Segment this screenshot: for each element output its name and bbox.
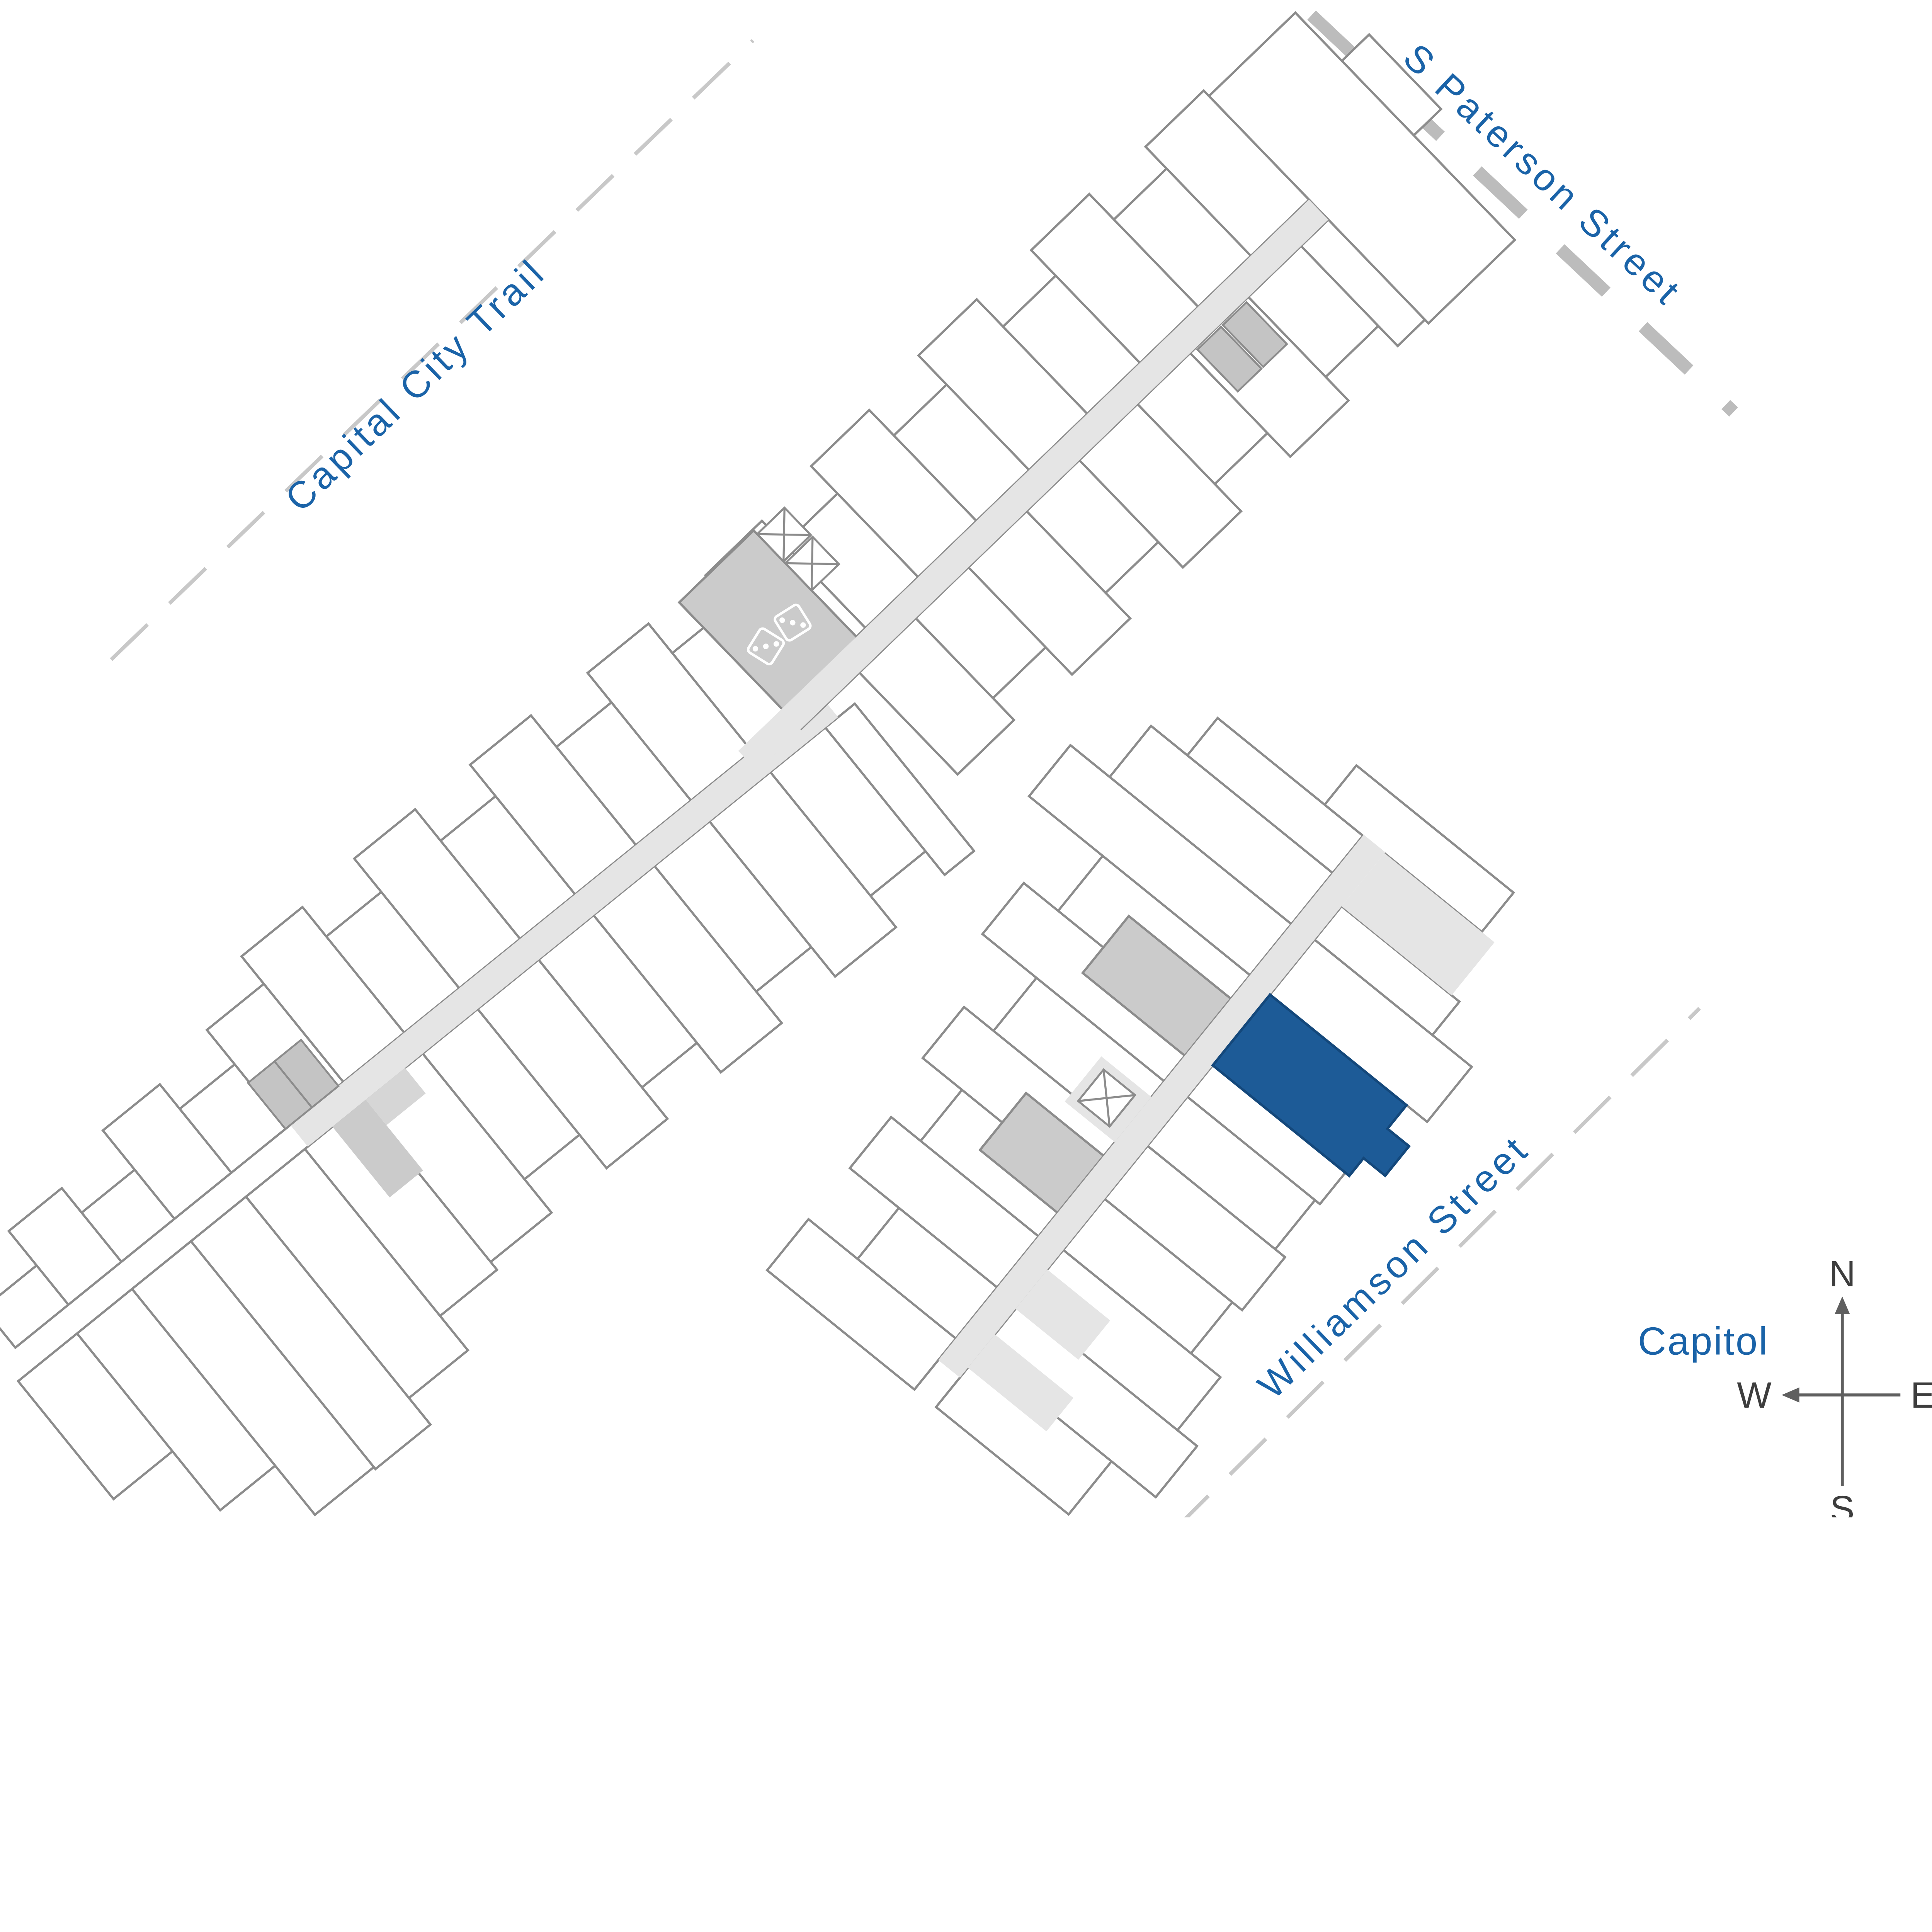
compass-north-arrow [1835, 1296, 1850, 1314]
corridor [938, 835, 1386, 1378]
street-label-capital-city-trail: Capital City Trail [277, 250, 554, 520]
street-line-s-paterson [1307, 10, 1738, 417]
compass-south-label: S [1830, 1488, 1854, 1517]
highlighted-unit[interactable] [1211, 993, 1428, 1193]
compass-west-arrow [1781, 1387, 1799, 1403]
elevator-icon [247, 1038, 340, 1131]
compass-west-label: W [1737, 1375, 1772, 1416]
corridor-elbow [1342, 853, 1495, 995]
elevator-icon [1196, 301, 1288, 393]
north-building [677, 11, 1517, 776]
corridor-stub [1015, 1269, 1111, 1360]
dice-icon [747, 604, 812, 665]
corridor-stub [968, 1334, 1074, 1432]
unit-row [16, 702, 976, 1517]
corridor-stub [366, 1068, 426, 1126]
south-building [765, 716, 1515, 1516]
street-line-williamson [1184, 1007, 1701, 1518]
stairs-icon [1065, 1056, 1151, 1142]
compass-north-label: N [1829, 1253, 1855, 1294]
corridor [290, 696, 838, 1147]
site-plan-svg: Capital City Trail S Paterson Street Wil… [0, 10, 1932, 1518]
compass-east-label: E [1910, 1375, 1932, 1416]
compass-rose: N E S W [1737, 1253, 1932, 1517]
unit-row [857, 190, 1456, 776]
corridor-stub [332, 1099, 423, 1197]
stairs-icon [755, 506, 840, 592]
end-unit [1207, 11, 1517, 325]
corridor [738, 199, 1328, 771]
street-line-capital-city-trail [110, 39, 755, 661]
west-building [0, 557, 976, 1517]
capitol-label: Capitol [1638, 1320, 1769, 1363]
